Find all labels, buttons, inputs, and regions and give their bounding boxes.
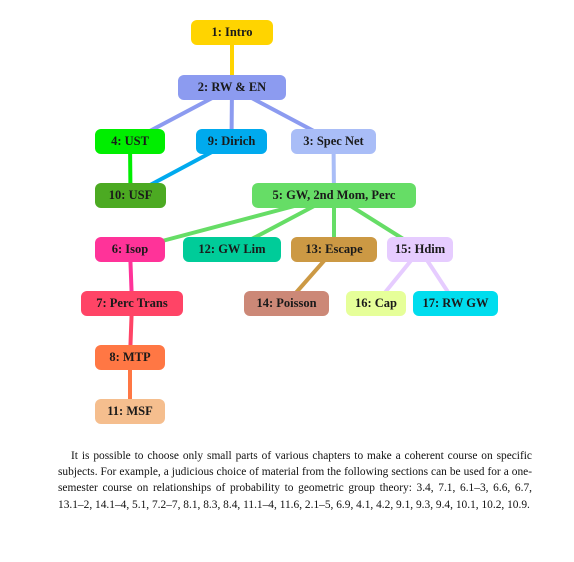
- node-8-mtp: 8: MTP: [95, 345, 165, 370]
- node-7-perc-trans: 7: Perc Trans: [81, 291, 183, 316]
- node-17-rw-gw: 17: RW GW: [413, 291, 498, 316]
- node-4-ust: 4: UST: [95, 129, 165, 154]
- node-6-isop: 6: Isop: [95, 237, 165, 262]
- node-9-dirich: 9: Dirich: [196, 129, 267, 154]
- node-5-gw-2nd-mom-perc: 5: GW, 2nd Mom, Perc: [252, 183, 416, 208]
- node-11-msf: 11: MSF: [95, 399, 165, 424]
- node-2-rw-en: 2: RW & EN: [178, 75, 286, 100]
- node-3-spec-net: 3: Spec Net: [291, 129, 376, 154]
- caption-paragraph: It is possible to choose only small part…: [58, 450, 532, 511]
- chapter-dependency-diagram: 1: Intro 2: RW & EN 4: UST 9: Dirich 3: …: [81, 20, 498, 424]
- node-1-intro: 1: Intro: [191, 20, 273, 45]
- node-13-escape: 13: Escape: [291, 237, 377, 262]
- node-10-usf: 10: USF: [95, 183, 166, 208]
- node-16-cap: 16: Cap: [346, 291, 406, 316]
- node-14-poisson: 14: Poisson: [244, 291, 329, 316]
- dependency-edges: [128, 30, 458, 414]
- node-12-gw-lim: 12: GW Lim: [183, 237, 281, 262]
- node-15-hdim: 15: Hdim: [387, 237, 453, 262]
